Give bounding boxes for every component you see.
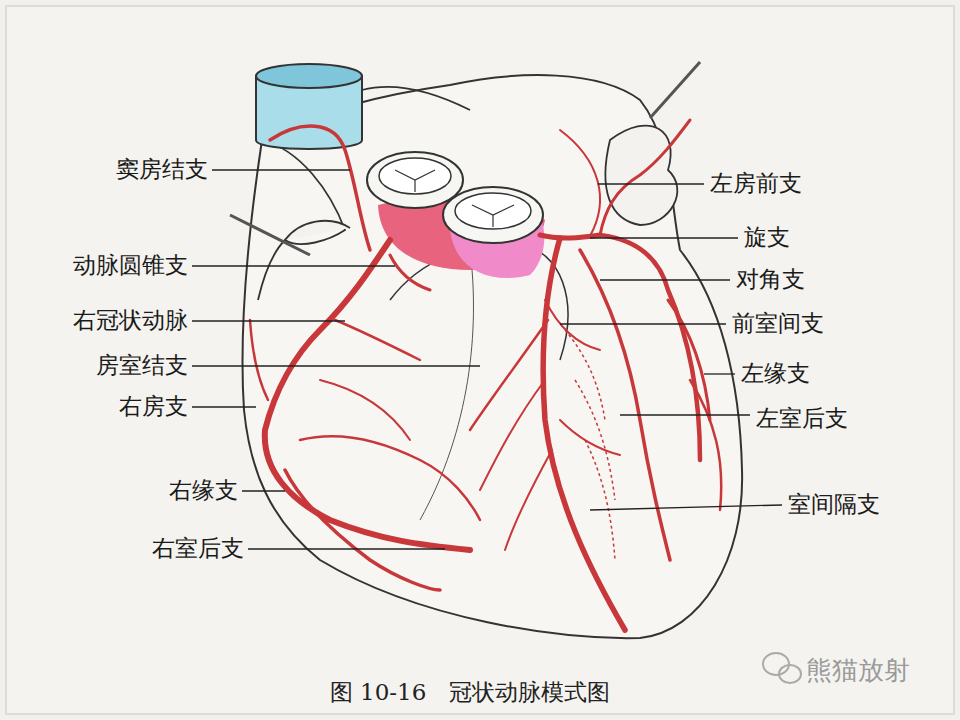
part-label: 右缘支 <box>169 477 238 505</box>
part-label: 对角支 <box>736 266 805 294</box>
part-label: 右室后支 <box>152 535 244 563</box>
part-label: 室间隔支 <box>788 491 880 519</box>
part-label: 旋支 <box>744 224 790 252</box>
figure-caption: 图 10-16 冠状动脉模式图 <box>330 677 611 708</box>
part-label: 房室结支 <box>96 352 188 380</box>
part-label: 动脉圆锥支 <box>73 252 188 280</box>
part-label: 左缘支 <box>741 360 810 388</box>
part-label: 窦房结支 <box>116 156 208 184</box>
part-label: 前室间支 <box>732 310 824 338</box>
watermark: 熊猫放射 <box>806 653 910 688</box>
part-label: 右冠状动脉 <box>73 307 188 335</box>
part-label: 左房前支 <box>710 170 802 198</box>
part-label: 左室后支 <box>756 405 848 433</box>
part-label: 右房支 <box>119 393 188 421</box>
